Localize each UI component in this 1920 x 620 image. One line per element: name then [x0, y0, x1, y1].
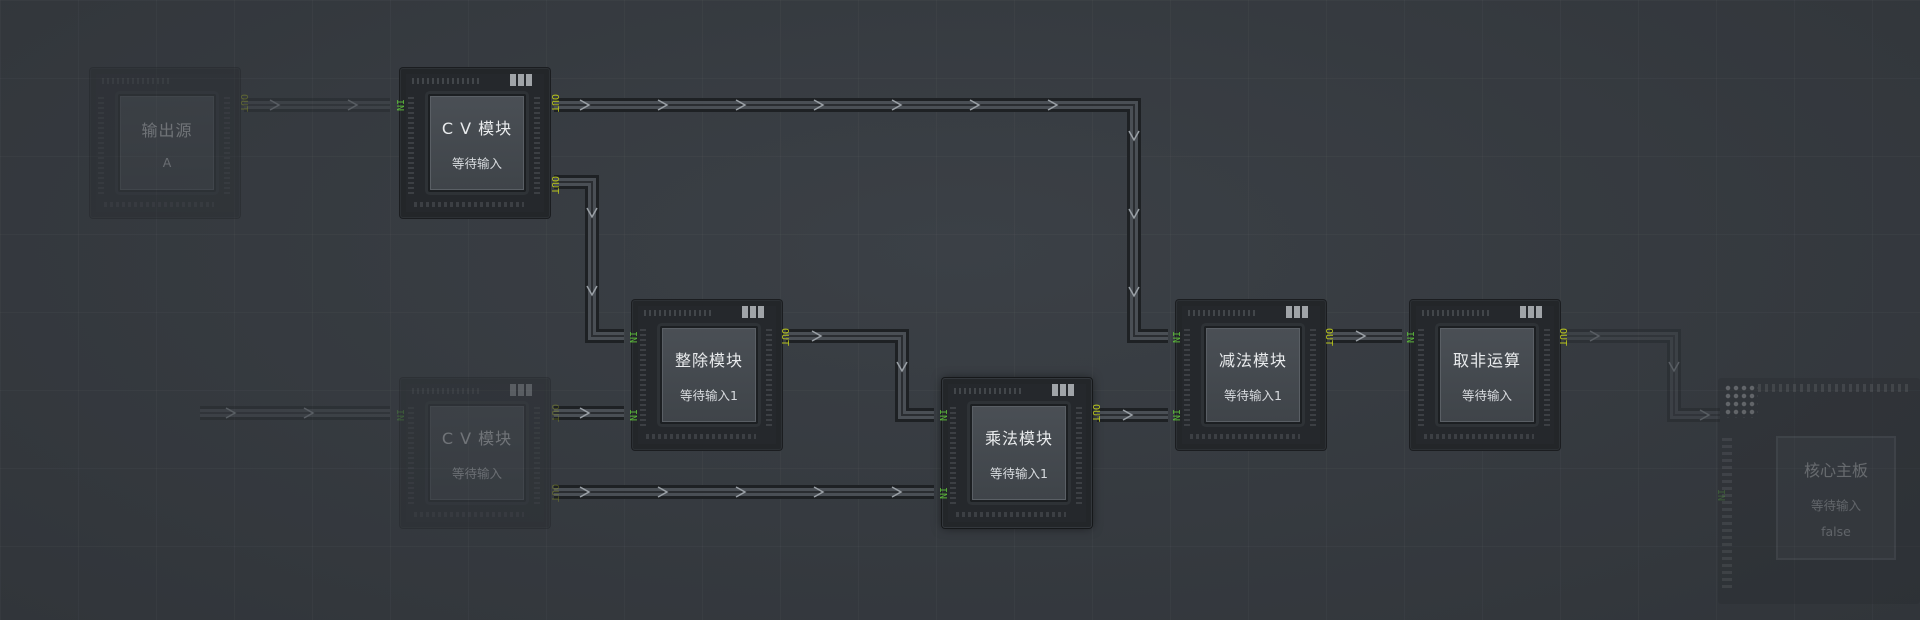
- divide-out-port[interactable]: OUT: [779, 327, 790, 347]
- wire-cv-bottom-to-multiply: [554, 485, 934, 499]
- core-motherboard-core: 核心主板 等待输入 false: [1776, 436, 1896, 560]
- cv-top-out-port-2[interactable]: OUT: [549, 175, 560, 195]
- subtract-in-port-2[interactable]: IN: [1170, 408, 1181, 422]
- flow-arrow-icon: [1047, 99, 1059, 111]
- flow-arrow-icon: [896, 361, 908, 373]
- source-a-out-port[interactable]: OUT: [238, 93, 249, 113]
- divide-in-port-2[interactable]: IN: [627, 408, 638, 422]
- wire-multiply-to-subtract: [1097, 408, 1168, 422]
- divide-module[interactable]: 整除模块 等待输入1: [632, 300, 782, 450]
- divide-module-status: 等待输入1: [680, 387, 738, 403]
- not-module-core: 取非运算 等待输入: [1438, 326, 1536, 424]
- core-motherboard-status: 等待输入: [1810, 498, 1861, 513]
- flow-arrow-icon: [1699, 409, 1711, 421]
- flow-arrow-icon: [1589, 330, 1601, 342]
- core-motherboard-in-port[interactable]: IN: [1715, 488, 1726, 502]
- flow-arrow-icon: [813, 486, 825, 498]
- not-module-status: 等待输入: [1461, 387, 1512, 403]
- wire-subtract-to-not: [1330, 329, 1402, 343]
- flow-arrow-icon: [657, 99, 669, 111]
- cv-module-bottom[interactable]: C V 模块 等待输入: [400, 378, 550, 528]
- flow-arrow-icon: [225, 407, 237, 419]
- source-a-value: A: [162, 154, 172, 170]
- subtract-module-status: 等待输入1: [1224, 387, 1282, 403]
- flow-arrow-icon: [1128, 286, 1140, 298]
- flow-arrow-icon: [1128, 208, 1140, 220]
- flow-arrow-icon: [657, 486, 669, 498]
- not-out-port[interactable]: OUT: [1557, 327, 1568, 347]
- wire-divide-to-multiply: [786, 329, 934, 422]
- core-motherboard-title: 核心主板: [1803, 461, 1868, 480]
- multiply-module-status: 等待输入1: [990, 465, 1048, 481]
- multiply-in-port-1[interactable]: IN: [937, 408, 948, 422]
- subtract-out-port[interactable]: OUT: [1323, 327, 1334, 347]
- cv-module-top[interactable]: C V 模块 等待输入: [400, 68, 550, 218]
- flow-arrow-icon: [1355, 330, 1367, 342]
- divide-in-port-1[interactable]: IN: [627, 330, 638, 344]
- flow-arrow-icon: [969, 99, 981, 111]
- multiply-in-port-2[interactable]: IN: [937, 486, 948, 500]
- flow-arrow-icon: [1128, 130, 1140, 142]
- wire-source-to-cv-top: [244, 98, 390, 112]
- flow-arrow-icon: [303, 407, 315, 419]
- flow-arrow-icon: [586, 285, 598, 297]
- flow-arrow-icon: [579, 407, 591, 419]
- multiply-module-core: 乘法模块 等待输入1: [970, 404, 1068, 502]
- source-a-node[interactable]: 输出源 A: [90, 68, 240, 218]
- wire-left-faded: [200, 406, 390, 420]
- flow-arrow-icon: [811, 330, 823, 342]
- wire-not-to-core: [1564, 329, 1720, 422]
- source-a-core: 输出源 A: [118, 94, 216, 192]
- source-a-title: 输出源: [141, 120, 193, 140]
- core-motherboard-value: false: [1821, 524, 1851, 539]
- wire-cv-top-to-divide: [554, 175, 624, 343]
- multiply-out-port[interactable]: OUT: [1090, 403, 1101, 423]
- subtract-module[interactable]: 减法模块 等待输入1: [1176, 300, 1326, 450]
- flow-arrow-icon: [813, 99, 825, 111]
- not-module-title: 取非运算: [1452, 350, 1521, 370]
- subtract-module-core: 减法模块 等待输入1: [1204, 326, 1302, 424]
- cv-bottom-out-port-2[interactable]: OUT: [549, 483, 560, 503]
- cv-module-bottom-title: C V 模块: [441, 428, 513, 448]
- flow-arrow-icon: [735, 486, 747, 498]
- flow-arrow-icon: [579, 99, 591, 111]
- flow-arrow-icon: [1122, 409, 1134, 421]
- cv-bottom-out-port-1[interactable]: OUT: [549, 403, 560, 423]
- cv-bottom-in-port[interactable]: IN: [394, 408, 405, 422]
- cv-module-bottom-core: C V 模块 等待输入: [428, 404, 526, 502]
- flow-arrow-icon: [586, 207, 598, 219]
- cv-module-top-core: C V 模块 等待输入: [428, 94, 526, 192]
- cv-module-top-status: 等待输入: [451, 155, 502, 171]
- subtract-in-port-1[interactable]: IN: [1170, 330, 1181, 344]
- flow-arrow-icon: [891, 486, 903, 498]
- flow-arrow-icon: [269, 99, 281, 111]
- cv-top-out-port-1[interactable]: OUT: [549, 93, 560, 113]
- flow-arrow-icon: [735, 99, 747, 111]
- multiply-module[interactable]: 乘法模块 等待输入1: [942, 378, 1092, 528]
- cv-top-in-port[interactable]: IN: [394, 98, 405, 112]
- divide-module-core: 整除模块 等待输入1: [660, 326, 758, 424]
- cv-module-top-title: C V 模块: [441, 118, 513, 138]
- divide-module-title: 整除模块: [674, 350, 743, 370]
- core-motherboard[interactable]: 核心主板 等待输入 false: [1718, 378, 1920, 604]
- multiply-module-title: 乘法模块: [984, 428, 1053, 448]
- wire-cv-top-to-subtract: [554, 98, 1168, 343]
- not-in-port[interactable]: IN: [1404, 330, 1415, 344]
- flow-arrow-icon: [891, 99, 903, 111]
- flow-arrow-icon: [347, 99, 359, 111]
- flow-arrow-icon: [1668, 361, 1680, 373]
- cv-module-bottom-status: 等待输入: [451, 465, 502, 481]
- subtract-module-title: 减法模块: [1218, 350, 1287, 370]
- wire-cv-bottom-to-divide: [554, 406, 624, 420]
- not-module[interactable]: 取非运算 等待输入: [1410, 300, 1560, 450]
- flow-arrow-icon: [579, 486, 591, 498]
